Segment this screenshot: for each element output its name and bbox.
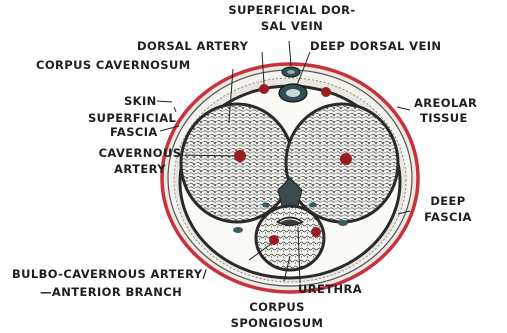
corpus-cavernosum-left	[181, 104, 293, 222]
label-areolar-tissue-line1: AREOLAR	[414, 97, 477, 109]
label-deep-fascia-line1: DEEP	[414, 195, 482, 207]
fascia-vessel	[262, 203, 270, 208]
fascia-vessel	[338, 220, 348, 226]
dorsal-artery-left	[259, 84, 269, 94]
fascia-vessel	[309, 203, 317, 208]
label-bulbo-cavernous-artery-line1: BULBO-CAVERNOUS ARTERY/	[12, 268, 207, 280]
label-corpus-spongiosum-line1: CORPUS	[222, 301, 332, 313]
label-superficial-dorsal-vein-line2: SAL VEIN	[224, 20, 360, 32]
label-deep-fascia-line2: FASCIA	[414, 211, 482, 223]
label-cavernous-artery-line2: ARTERY	[94, 163, 186, 175]
label-superficial-fascia-line1: SUPERFICIAL	[88, 112, 176, 124]
bulbo-cavernous-artery-left	[269, 235, 279, 245]
label-corpus-spongiosum-line2: SPONGIOSUM	[222, 317, 332, 329]
label-superficial-fascia-line2: FASCIA	[110, 126, 158, 138]
label-cavernous-artery-line1: CAVERNOUS	[94, 147, 186, 159]
bulbo-cavernous-artery-right	[311, 227, 321, 237]
cavernous-artery-right	[340, 153, 352, 165]
fascia-vessel	[233, 227, 243, 233]
label-superficial-dorsal-vein-line1: SUPERFICIAL DOR-	[224, 4, 360, 16]
corpus-spongiosum	[256, 206, 324, 270]
label-urethra: URETHRA	[298, 283, 362, 295]
label-skin: SKIN	[124, 95, 157, 107]
dorsal-artery-right	[321, 87, 331, 97]
label-corpus-cavernosum: CORPUS CAVERNOSUM	[36, 59, 191, 71]
label-areolar-tissue-line2: TISSUE	[420, 112, 468, 124]
label-deep-dorsal-vein: DEEP DORSAL VEIN	[310, 40, 441, 52]
label-bulbo-cavernous-artery-line2: —ANTERIOR BRANCH	[40, 286, 182, 298]
cavernous-artery-left	[234, 150, 246, 162]
label-dorsal-artery: DORSAL ARTERY	[137, 40, 248, 52]
